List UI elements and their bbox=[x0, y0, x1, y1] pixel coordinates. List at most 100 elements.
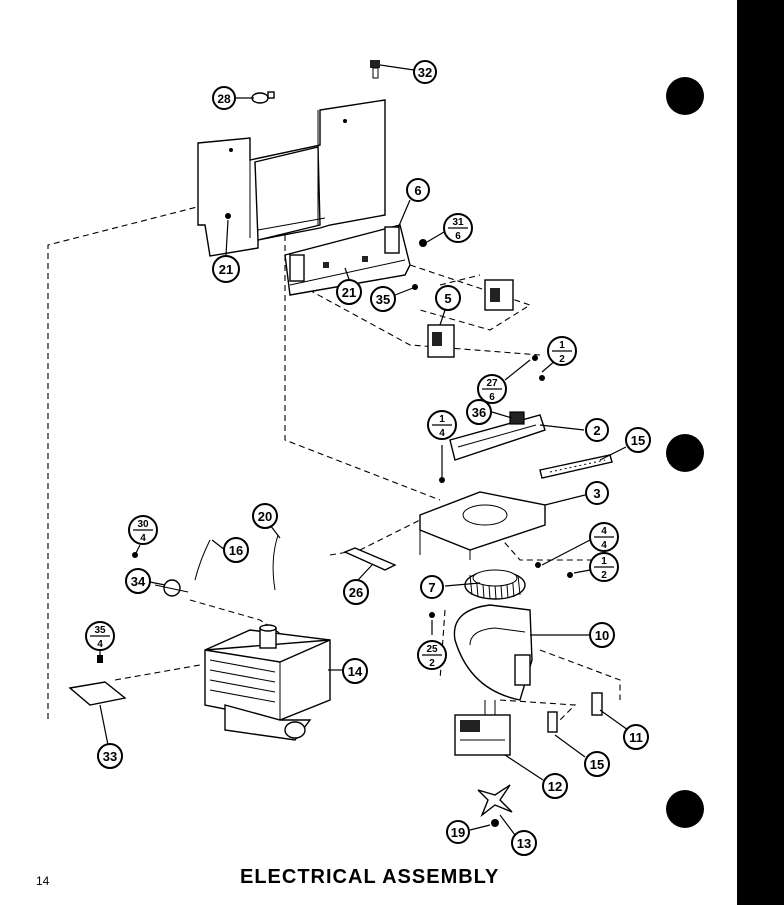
switch-bracket bbox=[284, 224, 411, 296]
svg-text:32: 32 bbox=[418, 65, 432, 80]
binding-strip bbox=[737, 0, 784, 905]
svg-text:2: 2 bbox=[601, 570, 607, 581]
svg-text:15: 15 bbox=[590, 757, 604, 772]
screw-25-2 bbox=[429, 612, 435, 618]
bar-26 bbox=[343, 547, 397, 571]
svg-text:27: 27 bbox=[486, 378, 498, 389]
svg-text:2: 2 bbox=[559, 354, 565, 365]
callout-2: 2 bbox=[585, 418, 609, 442]
svg-text:1: 1 bbox=[439, 414, 445, 425]
screw-31 bbox=[419, 239, 427, 247]
callout-15b: 15 bbox=[584, 751, 610, 777]
callout-20: 20 bbox=[252, 503, 278, 529]
svg-text:4: 4 bbox=[601, 526, 607, 537]
svg-text:36: 36 bbox=[472, 405, 486, 420]
page-number: 14 bbox=[36, 874, 50, 888]
cable-tie-part bbox=[251, 91, 275, 104]
small-fan bbox=[477, 784, 513, 827]
callout-4-4: 4 4 bbox=[589, 522, 619, 552]
svg-text:21: 21 bbox=[342, 285, 356, 300]
svg-text:35: 35 bbox=[376, 292, 390, 307]
callout-28: 28 bbox=[212, 86, 236, 110]
svg-text:3: 3 bbox=[593, 486, 600, 501]
screw-1-2b bbox=[567, 572, 573, 578]
svg-text:30: 30 bbox=[137, 519, 149, 530]
screw-4-4 bbox=[535, 562, 541, 568]
svg-text:1: 1 bbox=[559, 340, 565, 351]
punch-hole-middle bbox=[666, 434, 704, 472]
mounting-panel bbox=[197, 99, 386, 257]
strip-15-upper bbox=[539, 454, 613, 479]
magnetron bbox=[204, 624, 331, 741]
svg-text:13: 13 bbox=[517, 836, 531, 851]
thermal-bracket bbox=[449, 411, 546, 461]
screw-35 bbox=[412, 284, 418, 290]
svg-text:25: 25 bbox=[426, 644, 438, 655]
svg-text:33: 33 bbox=[103, 749, 117, 764]
bracket-33 bbox=[68, 655, 127, 706]
svg-text:4: 4 bbox=[601, 540, 607, 551]
interlock-switch-b bbox=[427, 324, 455, 358]
callout-12: 12 bbox=[542, 773, 568, 799]
callout-36: 36 bbox=[466, 399, 492, 425]
wire-20 bbox=[272, 534, 279, 591]
callout-11: 11 bbox=[623, 724, 649, 750]
strip-15-lower bbox=[547, 711, 558, 733]
svg-text:6: 6 bbox=[489, 392, 495, 403]
svg-text:7: 7 bbox=[428, 580, 435, 595]
svg-text:2: 2 bbox=[593, 423, 600, 438]
page-title: ELECTRICAL ASSEMBLY bbox=[240, 866, 500, 888]
callout-19: 19 bbox=[446, 820, 470, 844]
svg-text:1: 1 bbox=[601, 556, 607, 567]
interlock-switch-a bbox=[484, 279, 514, 311]
callout-33: 33 bbox=[97, 743, 123, 769]
screw-27 bbox=[532, 355, 538, 361]
wire-16 bbox=[194, 539, 211, 581]
callout-25-2: 25 2 bbox=[417, 640, 447, 670]
punch-hole-top bbox=[666, 77, 704, 115]
svg-text:21: 21 bbox=[219, 262, 233, 277]
svg-text:11: 11 bbox=[629, 730, 643, 745]
callout-1-2a: 1 2 bbox=[547, 336, 577, 366]
thermal-protector bbox=[154, 579, 189, 597]
svg-text:4: 4 bbox=[439, 428, 445, 439]
svg-text:15: 15 bbox=[631, 433, 645, 448]
fan-motor bbox=[454, 700, 511, 756]
svg-text:10: 10 bbox=[595, 628, 609, 643]
svg-text:6: 6 bbox=[414, 183, 421, 198]
svg-text:19: 19 bbox=[451, 825, 465, 840]
fan-bracket bbox=[419, 491, 546, 560]
callout-35a: 35 bbox=[370, 286, 396, 312]
svg-text:4: 4 bbox=[97, 639, 103, 650]
svg-text:34: 34 bbox=[131, 574, 146, 589]
callout-14: 14 bbox=[342, 658, 368, 684]
callout-5: 5 bbox=[435, 285, 461, 311]
bracket-11 bbox=[591, 692, 603, 716]
grommet-part bbox=[370, 60, 380, 79]
svg-text:31: 31 bbox=[452, 217, 464, 228]
assembly-dashed-lines bbox=[47, 175, 621, 721]
svg-text:16: 16 bbox=[229, 543, 243, 558]
blower-housing bbox=[453, 604, 533, 701]
screw-1-4 bbox=[439, 477, 445, 483]
callout-10: 10 bbox=[589, 622, 615, 648]
svg-text:4: 4 bbox=[140, 533, 146, 544]
callout-34: 34 bbox=[125, 568, 151, 594]
punch-hole-bottom bbox=[666, 790, 704, 828]
screw-1-2a bbox=[539, 375, 545, 381]
callout-1-4: 1 4 bbox=[427, 410, 457, 440]
callout-16: 16 bbox=[223, 537, 249, 563]
svg-text:2: 2 bbox=[429, 658, 435, 669]
svg-text:12: 12 bbox=[548, 779, 562, 794]
callout-32: 32 bbox=[413, 60, 437, 84]
svg-text:26: 26 bbox=[349, 585, 363, 600]
svg-text:35: 35 bbox=[94, 625, 106, 636]
callout-15a: 15 bbox=[625, 427, 651, 453]
callout-26: 26 bbox=[343, 579, 369, 605]
callout-21a: 21 bbox=[212, 255, 240, 283]
callout-6: 6 bbox=[406, 178, 430, 202]
callout-27-6: 27 6 bbox=[477, 374, 507, 404]
callout-30-4: 30 4 bbox=[128, 515, 158, 545]
callout-1-2b: 1 2 bbox=[589, 552, 619, 582]
